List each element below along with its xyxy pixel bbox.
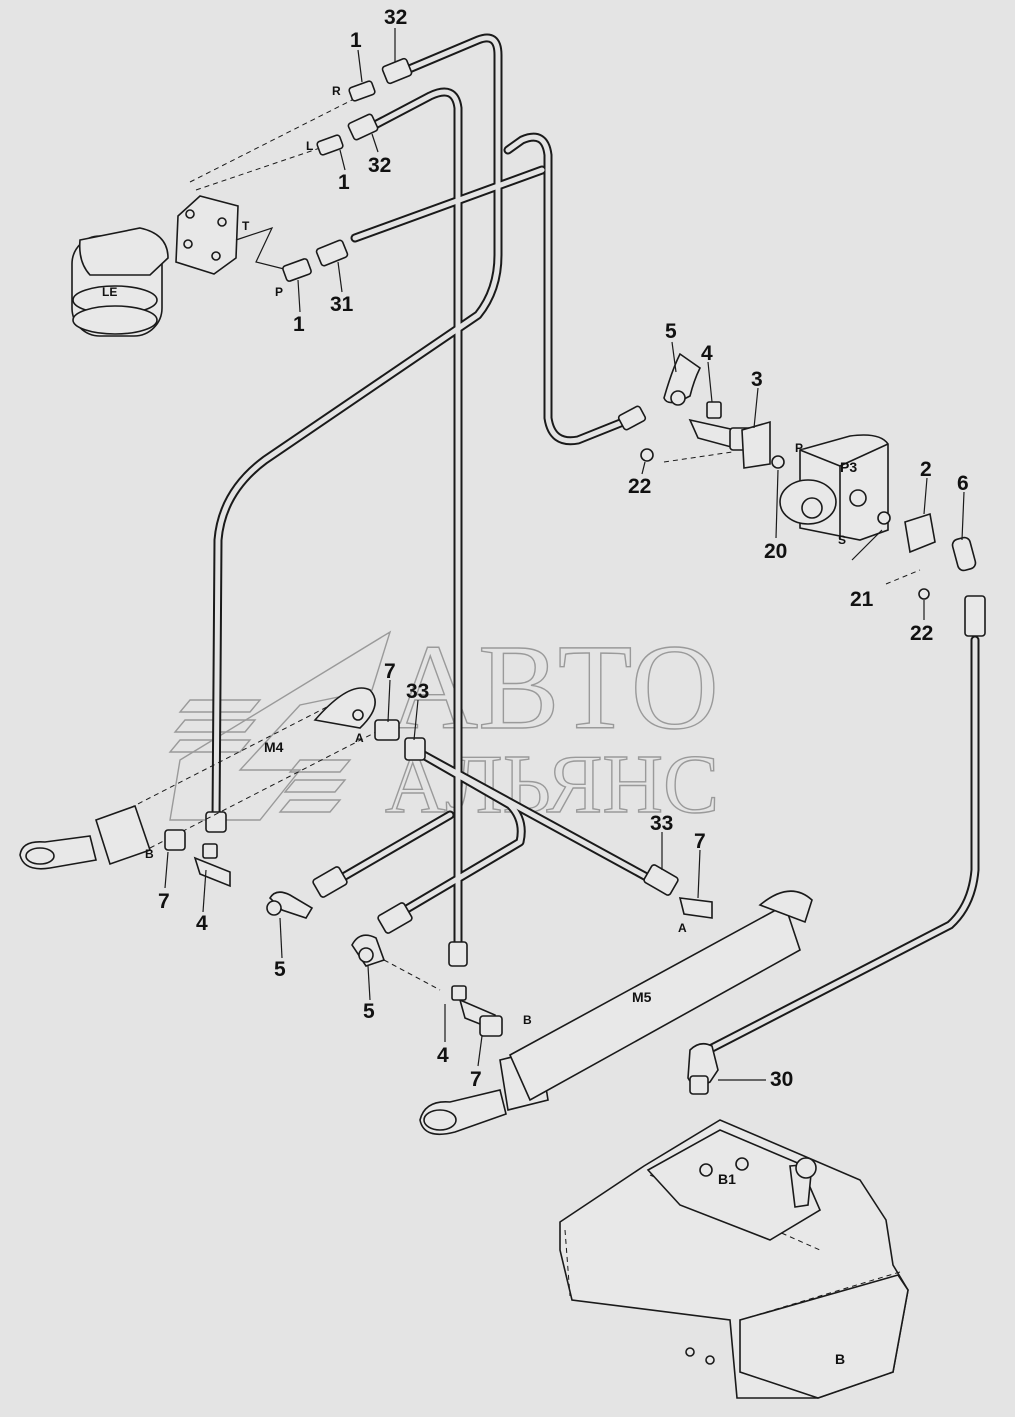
cylinder-m5: M5 xyxy=(351,890,813,1136)
port-p-valve: P xyxy=(275,285,283,299)
callout-21: 21 xyxy=(850,588,874,611)
callout-7-m5a: 7 xyxy=(694,830,706,853)
label-m5: M5 xyxy=(632,989,652,1005)
callout-22-pump: 22 xyxy=(628,475,651,498)
port-b-m5: B xyxy=(523,1013,532,1027)
callout-4-pump: 4 xyxy=(701,342,713,365)
callout-32-mid: 32 xyxy=(368,154,391,177)
adapter-fittings xyxy=(282,80,376,282)
callout-4-m4: 4 xyxy=(196,912,208,935)
callout-6: 6 xyxy=(957,472,969,495)
steering-unit-le: LE xyxy=(71,227,169,337)
port-r: R xyxy=(332,84,341,98)
callout-4-m5: 4 xyxy=(437,1044,449,1067)
label-m4: M4 xyxy=(264,739,284,755)
callout-2: 2 xyxy=(920,458,932,481)
label-tank-b: B xyxy=(835,1351,845,1367)
callout-7-m5b: 7 xyxy=(470,1068,482,1091)
callout-7-m4a: 7 xyxy=(384,660,396,683)
port-a-m4: A xyxy=(355,731,364,745)
callout-20: 20 xyxy=(764,540,787,563)
callout-32-top: 32 xyxy=(384,6,407,29)
callout-1-p: 1 xyxy=(293,313,305,336)
port-s-pump: S xyxy=(838,533,846,547)
callout-33-mid: 33 xyxy=(650,812,673,835)
watermark: АВТО АЛЬЯНС xyxy=(168,619,720,832)
tank-b: B1 B xyxy=(559,1119,909,1399)
callout-22-flange: 22 xyxy=(910,622,933,645)
label-p3: P3 xyxy=(840,459,857,475)
label-le: LE xyxy=(102,285,117,299)
callout-33-top: 33 xyxy=(406,680,429,703)
callout-30: 30 xyxy=(770,1068,793,1091)
port-labels: R L T P P S A B A B xyxy=(145,84,846,1027)
valve-block xyxy=(175,99,353,275)
callout-3: 3 xyxy=(751,368,763,391)
part-callouts: 32 1 1 32 1 31 5 4 3 22 20 2 6 21 22 7 3… xyxy=(158,6,969,1091)
callout-5-m4: 5 xyxy=(274,958,286,981)
callout-1-l: 1 xyxy=(338,171,350,194)
port-b-m4: B xyxy=(145,847,154,861)
hose-fittings xyxy=(205,57,986,967)
port-a-m5: A xyxy=(678,921,687,935)
pipe-lines xyxy=(211,33,980,1053)
label-b1: B1 xyxy=(718,1171,736,1187)
cylinder-m4: M4 xyxy=(19,687,400,919)
callout-5-mid: 5 xyxy=(363,1000,375,1023)
fitting-30 xyxy=(687,1042,719,1095)
watermark-line1: АВТО xyxy=(390,620,719,755)
port-p-pump: P xyxy=(795,441,803,455)
pipe-lines-inner xyxy=(213,35,978,1051)
leader-lines xyxy=(164,28,965,1081)
callout-31: 31 xyxy=(330,293,354,316)
port-l: L xyxy=(306,139,313,153)
callout-7-m4b: 7 xyxy=(158,890,170,913)
watermark-logo-icon xyxy=(168,630,392,821)
callout-5-pump: 5 xyxy=(665,320,677,343)
pump-assembly xyxy=(640,352,977,600)
callout-1-r: 1 xyxy=(350,29,362,52)
port-t: T xyxy=(242,219,250,233)
